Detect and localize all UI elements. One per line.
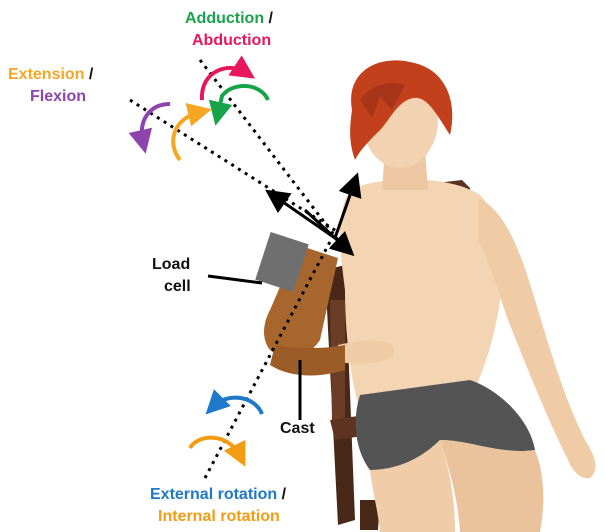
extension-label: Extension xyxy=(8,66,84,83)
cast-label: Cast xyxy=(280,420,315,438)
load-label: Load xyxy=(152,256,190,274)
adduction-arrow xyxy=(218,86,268,114)
external-rotation-line: External rotation / xyxy=(150,486,286,504)
extension-arrow xyxy=(173,112,200,160)
axis-arrow-1 xyxy=(270,193,335,238)
adduction-slash: / xyxy=(269,10,273,27)
flexion-label: Flexion xyxy=(30,88,86,106)
internal-rotation-label: Internal rotation xyxy=(158,508,280,526)
seated-figure xyxy=(338,60,595,532)
rotation-slash: / xyxy=(282,486,286,503)
internal-rotation-arrow xyxy=(190,438,240,456)
cell-label: cell xyxy=(164,278,191,296)
extension-flexion-label: Extension / xyxy=(8,66,93,84)
external-rotation-arrow xyxy=(214,398,262,414)
adduction-abduction-label: Adduction / xyxy=(185,10,273,28)
abduction-label: Abduction xyxy=(192,32,271,50)
axis-abduction-adduction xyxy=(200,60,338,240)
extension-slash: / xyxy=(89,66,93,83)
load-cell-pointer xyxy=(208,276,262,283)
external-rotation-label: External rotation xyxy=(150,486,277,503)
adduction-label: Adduction xyxy=(185,10,264,27)
